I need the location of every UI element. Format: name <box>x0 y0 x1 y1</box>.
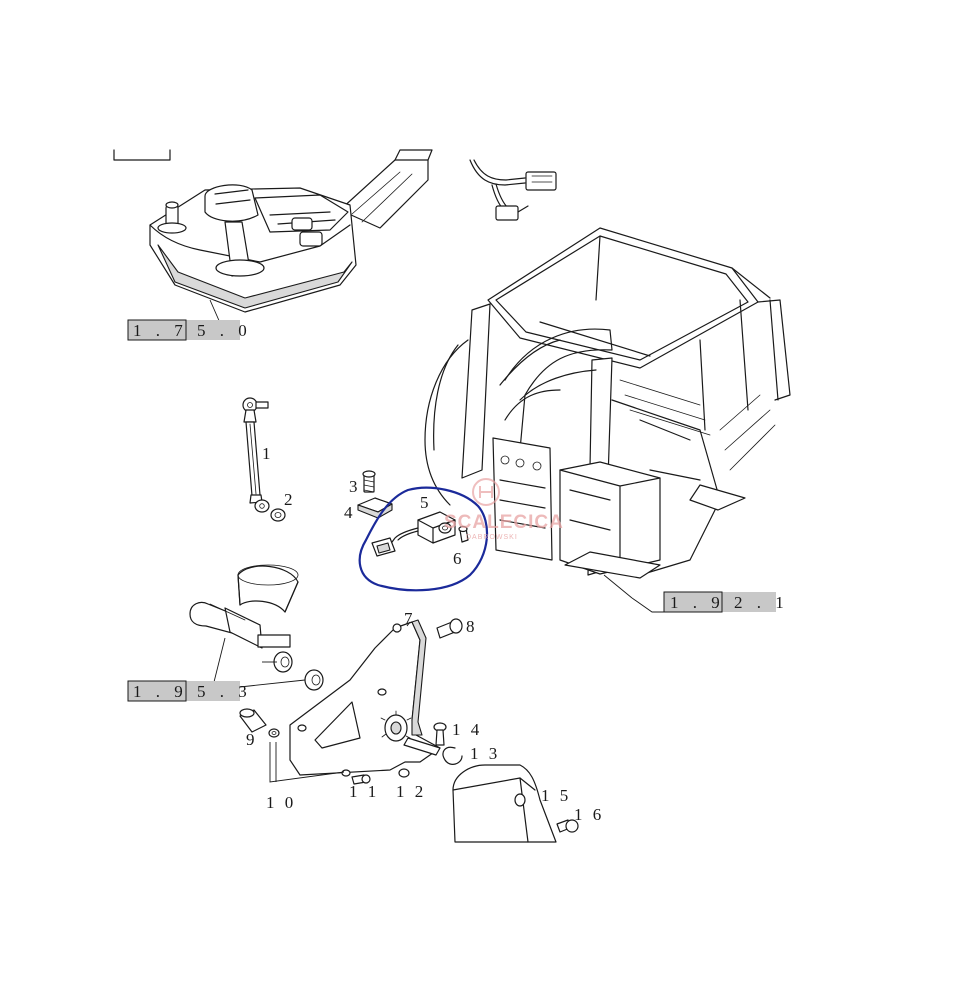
callout-15: 1 5 <box>541 786 571 805</box>
callout-2: 2 <box>284 490 296 509</box>
wiring-harness <box>469 159 557 221</box>
bracket-and-screw <box>357 470 393 519</box>
link-rod <box>242 397 286 522</box>
bracket-plate <box>289 618 463 776</box>
callout-7: 7 <box>404 609 416 628</box>
callout-12: 1 2 <box>396 782 426 801</box>
joystick-console <box>149 149 433 313</box>
reference-label: 1 . 9 5 . 3 <box>133 682 252 701</box>
callout-6: 6 <box>453 549 465 568</box>
callout-8: 8 <box>466 617 478 636</box>
callout-16: 1 6 <box>574 805 604 824</box>
reference-1-75-0: 1 . 7 5 . 0 <box>127 319 252 341</box>
corner-fragment <box>113 149 171 161</box>
highlight-outline <box>358 486 489 592</box>
callouts: 1 2 3 4 5 6 7 8 9 1 0 1 1 1 2 1 3 1 4 1 … <box>246 444 604 824</box>
cab-frame <box>424 227 791 579</box>
callout-14: 1 4 <box>452 720 482 739</box>
reference-label: 1 . 9 2 . 1 <box>670 593 789 612</box>
callout-9: 9 <box>246 730 258 749</box>
reference-1-92-1: 1 . 9 2 . 1 <box>663 591 789 613</box>
small-fasteners <box>239 708 410 785</box>
watermark-text: SCALECICA <box>444 512 564 533</box>
watermark-subtext: DABROWSKI <box>466 534 518 541</box>
pin-and-clamp <box>189 564 324 691</box>
sensor-assembly <box>371 511 469 557</box>
reference-1-95-3: 1 . 9 5 . 3 <box>127 680 252 702</box>
callout-3: 3 <box>349 477 361 496</box>
callout-1: 1 <box>262 444 274 463</box>
callout-11: 1 1 <box>349 782 379 801</box>
watermark: SCALECICA DABROWSKI <box>444 478 564 541</box>
callout-5: 5 <box>420 493 432 512</box>
reference-label: 1 . 7 5 . 0 <box>133 321 252 340</box>
callout-4: 4 <box>344 503 356 522</box>
callout-13: 1 3 <box>470 744 500 763</box>
cover-housing <box>452 764 579 843</box>
callout-10: 1 0 <box>266 793 296 812</box>
